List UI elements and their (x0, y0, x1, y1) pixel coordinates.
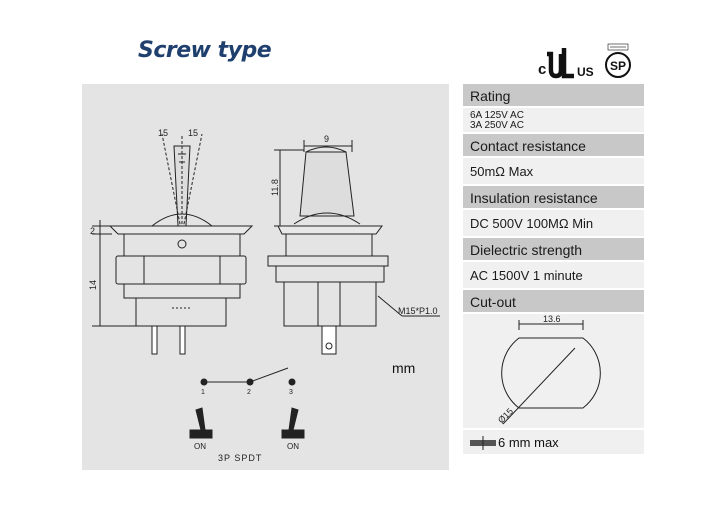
cutout-width-label: 13.6 (543, 314, 561, 324)
rating-line-1: 6A 125V AC (470, 110, 524, 121)
on-left-label: ON (194, 442, 206, 451)
csa-icon: SP (605, 43, 631, 78)
panel-thickness-label: 6 mm max (498, 435, 559, 450)
contact-header: Contact resistance (463, 134, 644, 158)
dim-2-label: 2 (90, 226, 95, 236)
cutout-drawing: 13.6 Ø15 (463, 314, 644, 430)
body-front (108, 225, 254, 355)
technical-drawing: 15 15 2 14 9 11.8 M15*P1.0 1 2 3 ON ON 3… (82, 84, 449, 470)
spec-table: Rating 6A 125V AC 3A 250V AC Contact res… (463, 84, 644, 456)
pin-2-label: 2 (247, 389, 251, 396)
circuit-diagram (200, 367, 296, 386)
on-right-label: ON (287, 442, 299, 451)
certification-logos: c US SP (534, 40, 644, 82)
insulation-header: Insulation resistance (463, 186, 644, 210)
toggle-on-left-icon (189, 407, 213, 439)
angle-left-label: 15 (158, 128, 168, 138)
dim-11-8-label: 11.8 (270, 179, 280, 196)
cutout-diameter-label: Ø15 (496, 406, 515, 425)
contact-value: 50mΩ Max (463, 158, 644, 186)
c-mark: c (538, 61, 546, 78)
svg-text:SP: SP (610, 59, 626, 73)
pin-1-label: 1 (201, 389, 205, 396)
dim-14-label: 14 (88, 280, 98, 290)
unit-label: mm (392, 360, 416, 376)
cutout-header: Cut-out (463, 290, 644, 314)
insulation-value: DC 500V 100MΩ Min (463, 210, 644, 238)
angle-lines (161, 133, 203, 235)
panel-thickness-icon (470, 436, 496, 450)
page-title: Screw type (138, 38, 272, 63)
dielectric-value: AC 1500V 1 minute (463, 262, 644, 290)
rating-values: 6A 125V AC 3A 250V AC (463, 108, 644, 134)
body-side (267, 225, 389, 355)
thread-label: M15*P1.0 (398, 306, 438, 316)
us-mark: US (577, 65, 594, 79)
toggle-on-right-icon (281, 407, 305, 439)
angle-right-label: 15 (188, 128, 198, 138)
pin-3-label: 3 (289, 389, 293, 396)
rating-header: Rating (463, 84, 644, 108)
rating-line-2: 3A 250V AC (470, 120, 524, 131)
ul-recognized-icon (547, 48, 574, 79)
panel-thickness-note: 6 mm max (463, 430, 644, 456)
dielectric-header: Dielectric strength (463, 238, 644, 262)
spdt-label: 3P SPDT (218, 453, 262, 463)
toggle-lever-side (293, 146, 361, 225)
dimension-lines-left (92, 220, 136, 327)
dimension-lines-right (274, 140, 440, 317)
dim-9-label: 9 (324, 134, 329, 144)
